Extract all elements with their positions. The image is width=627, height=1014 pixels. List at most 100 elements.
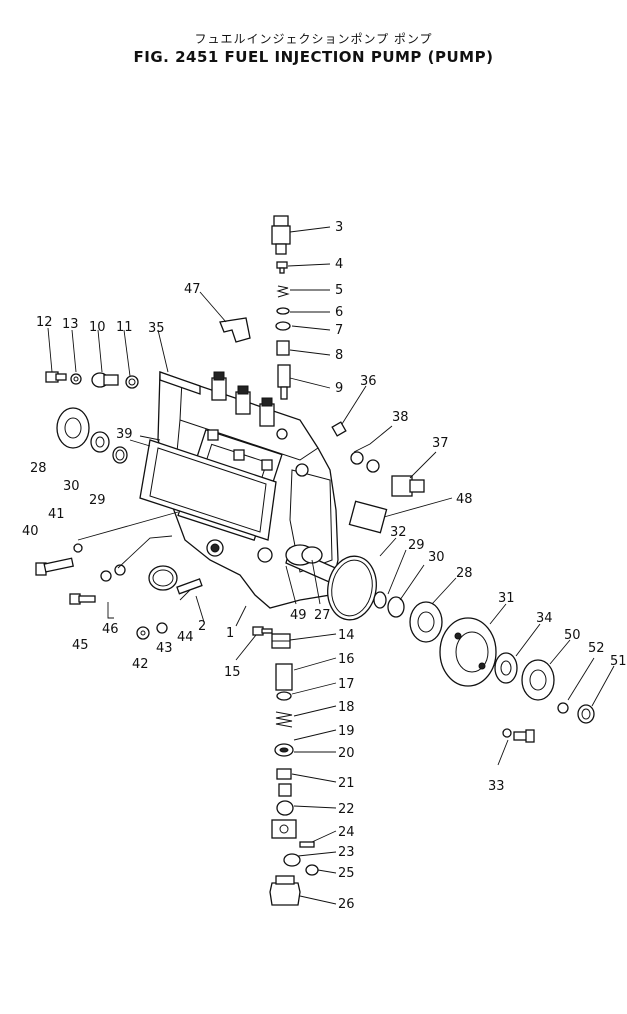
callout-26: 26 — [338, 897, 355, 912]
callout-12: 12 — [36, 315, 53, 330]
part-32-o-ring — [327, 555, 377, 621]
callout-2: 2 — [198, 619, 206, 634]
part-50-gear — [521, 659, 555, 701]
part-41-washer — [73, 543, 83, 553]
callout-25: 25 — [338, 866, 355, 881]
part-43-washer — [156, 622, 168, 634]
callout-20: 20 — [338, 746, 355, 761]
callout-14: 14 — [338, 628, 355, 643]
callout-24: 24 — [338, 825, 355, 840]
part-48-plug — [348, 500, 388, 534]
callout-28-left: 28 — [30, 461, 47, 476]
part-29-ring-left — [112, 446, 128, 464]
callout-32: 32 — [390, 525, 407, 540]
callout-43: 43 — [156, 641, 173, 656]
part-9-plunger — [277, 364, 291, 400]
part-38-washers — [350, 451, 380, 473]
part-5-spring — [276, 285, 290, 298]
part-23-roller-holder — [271, 819, 297, 839]
part-35-pipe — [159, 371, 201, 395]
callout-29-right: 29 — [408, 538, 425, 553]
callout-4: 4 — [335, 257, 343, 272]
part-44-o-ring — [148, 565, 178, 591]
part-34-bearing — [494, 652, 518, 684]
callout-51: 51 — [610, 654, 627, 669]
part-15-screw — [252, 626, 273, 636]
callout-48: 48 — [456, 492, 473, 507]
callout-23: 23 — [338, 845, 355, 860]
callout-3: 3 — [335, 220, 343, 235]
part-7-o-ring — [275, 321, 291, 331]
part-37-bolt — [391, 475, 425, 497]
callout-28-right: 28 — [456, 566, 473, 581]
part-3-holder — [271, 215, 291, 255]
delivery-valve-holders — [211, 371, 275, 427]
part-24-pin — [299, 841, 315, 848]
callout-16: 16 — [338, 652, 355, 667]
callout-35: 35 — [148, 321, 165, 336]
part-14-gear-segment — [271, 633, 291, 649]
part-39-gasket-plate — [139, 439, 277, 541]
part-30-collar-right — [387, 596, 405, 618]
part-28-bearing-left — [56, 407, 90, 449]
part-22-roller — [276, 800, 294, 816]
part-31-flange — [439, 617, 497, 687]
part-29-ring-right — [373, 591, 387, 609]
part-30-collar-left — [90, 431, 110, 453]
callout-8: 8 — [335, 348, 343, 363]
callout-30-left: 30 — [63, 479, 80, 494]
callout-37: 37 — [432, 436, 449, 451]
callout-27: 27 — [314, 608, 331, 623]
figure-title: FIG. 2451 FUEL INJECTION PUMP (PUMP) — [133, 48, 494, 66]
part-11-gasket — [125, 375, 139, 389]
callout-labels: 1 2 3 4 5 6 7 8 9 10 11 12 13 14 15 16 1… — [22, 220, 627, 912]
callout-7: 7 — [335, 323, 343, 338]
part-2-stud — [176, 578, 203, 595]
callout-17: 17 — [338, 677, 355, 692]
part-12-bolt — [45, 371, 67, 383]
callout-31: 31 — [498, 591, 515, 606]
callout-5: 5 — [335, 283, 343, 298]
callout-19: 19 — [338, 724, 355, 739]
part-40-bolt — [35, 557, 74, 576]
callout-34: 34 — [536, 611, 553, 626]
callout-47: 47 — [184, 282, 201, 297]
callout-36: 36 — [360, 374, 377, 389]
part-16-tappet-sleeve — [275, 663, 293, 691]
callout-46: 46 — [102, 622, 119, 637]
part-21-tappet — [278, 783, 292, 797]
part-20-shim — [276, 768, 292, 780]
part-33-bolt — [502, 728, 535, 743]
part-10-eye-bolt — [91, 372, 119, 388]
part-51-nut — [577, 704, 595, 724]
part-26-plug — [269, 875, 301, 906]
part-28-bearing-right — [409, 601, 443, 643]
callout-44: 44 — [177, 630, 194, 645]
callout-50: 50 — [564, 628, 581, 643]
callout-38: 38 — [392, 410, 409, 425]
callout-45: 45 — [72, 638, 89, 653]
callout-18: 18 — [338, 700, 355, 715]
part-18-spring — [275, 711, 293, 728]
callout-15: 15 — [224, 665, 241, 680]
callout-21: 21 — [338, 776, 355, 791]
callout-29-left: 29 — [89, 493, 106, 508]
part-13-washer — [70, 373, 82, 385]
part-25-roller — [283, 853, 319, 876]
callout-22: 22 — [338, 802, 355, 817]
callout-11: 11 — [116, 320, 133, 335]
leader-lines — [47, 226, 615, 905]
callout-6: 6 — [335, 305, 343, 320]
callout-52: 52 — [588, 641, 605, 656]
callout-49: 49 — [290, 608, 307, 623]
part-36-screw — [331, 421, 347, 437]
part-6-gasket — [276, 307, 290, 315]
callout-9: 9 — [335, 381, 343, 396]
callout-40: 40 — [22, 524, 39, 539]
part-4-valve — [276, 261, 288, 274]
callout-30-right: 30 — [428, 550, 445, 565]
callout-39: 39 — [116, 427, 133, 442]
callout-13: 13 — [62, 317, 79, 332]
part-46-washers — [100, 564, 126, 582]
